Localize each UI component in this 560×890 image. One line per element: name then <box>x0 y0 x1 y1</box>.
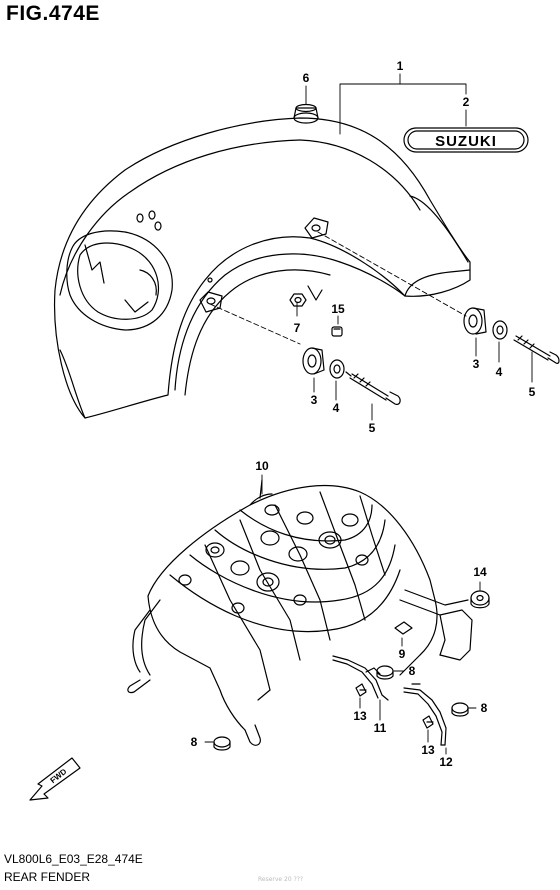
nut-part-8-left <box>213 736 231 751</box>
pad-part-9 <box>394 621 413 635</box>
nut-part-8-upper <box>376 665 394 680</box>
rear-fender-outer <box>53 117 471 419</box>
callout-5-left: 5 <box>369 421 376 435</box>
callout-12: 12 <box>439 755 453 769</box>
callout-10: 10 <box>255 459 269 473</box>
leader-lines-upper <box>209 73 467 345</box>
tail-light-opening <box>66 230 173 331</box>
callout-14: 14 <box>473 565 487 579</box>
leader-lines-lower <box>204 474 481 755</box>
figure-code: VL800L6_E03_E28_474E <box>4 852 143 866</box>
callout-11: 11 <box>374 721 387 735</box>
fender-mount-pads <box>199 217 329 313</box>
callout-9: 9 <box>399 647 406 661</box>
callout-13-left: 13 <box>353 709 367 723</box>
suzuki-emblem-part-2: SUZUKI <box>403 127 529 153</box>
washer-part-4-right <box>492 320 508 340</box>
nut-part-14 <box>470 590 490 609</box>
callout-13-right: 13 <box>421 743 435 757</box>
cushion-part-3-left <box>302 347 325 375</box>
emblem-text: SUZUKI <box>435 133 497 150</box>
forward-arrow-icon: FWD <box>29 757 81 801</box>
bracket-part-12 <box>403 683 447 746</box>
washer-part-4-left <box>329 359 345 379</box>
bracket-part-11 <box>332 655 389 701</box>
callout-2: 2 <box>463 95 470 109</box>
figure-name: REAR FENDER <box>4 870 91 884</box>
bolt-part-5-left <box>345 371 401 405</box>
inner-fender-part-10 <box>132 479 438 731</box>
grommet-part-6 <box>293 103 319 124</box>
figure-title: FIG.474E <box>6 2 100 25</box>
nut-part-8-right <box>451 702 469 717</box>
cushion-part-3-right <box>463 307 487 335</box>
leader-lines-bolts <box>313 337 533 421</box>
callout-3-right: 3 <box>473 357 480 371</box>
grommet-part-7 <box>289 293 307 307</box>
clip-part-13-left <box>355 683 367 697</box>
callout-8-upper: 8 <box>409 664 416 678</box>
clip-part-13-right <box>422 715 434 729</box>
callout-labels: 1 2 6 15 7 3 4 5 3 4 5 10 14 9 8 13 11 8… <box>191 59 536 769</box>
inner-fender-holes <box>178 504 369 614</box>
callout-8-left: 8 <box>191 735 198 749</box>
callout-7: 7 <box>294 321 301 335</box>
faint-note: Reserve 20 ??? <box>258 876 304 883</box>
callout-6: 6 <box>303 71 310 85</box>
spacer-part-15 <box>331 326 343 337</box>
callout-1: 1 <box>397 59 404 73</box>
fender-brace-frame <box>127 589 473 746</box>
callout-4-left: 4 <box>333 401 340 415</box>
callout-8-right: 8 <box>481 701 488 715</box>
bolt-part-5-right <box>513 335 560 364</box>
callout-15: 15 <box>331 302 345 316</box>
callout-3-left: 3 <box>311 393 318 407</box>
callout-5-right: 5 <box>529 385 536 399</box>
callout-4-right: 4 <box>496 365 503 379</box>
fender-holes <box>136 210 213 283</box>
